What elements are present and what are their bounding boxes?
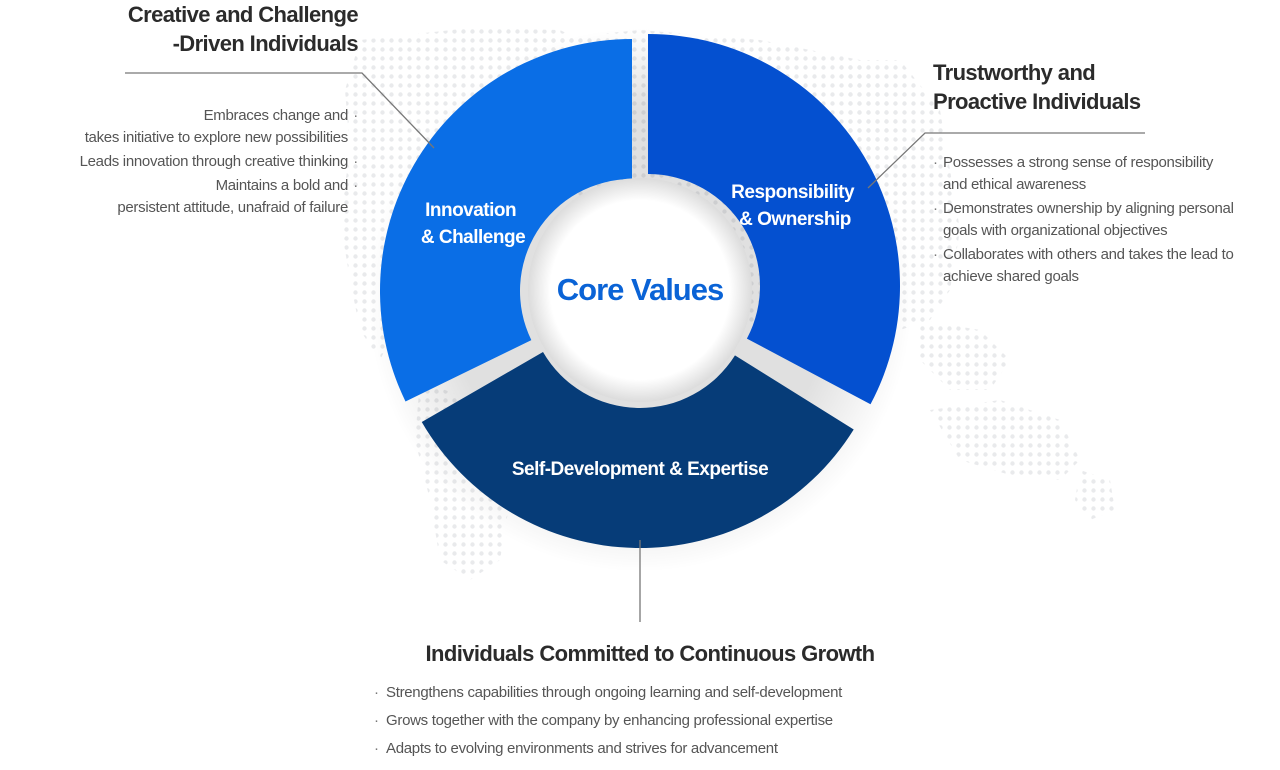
segment-label-innovation-line1: Innovation bbox=[425, 200, 516, 221]
value-title-responsibility: Trustworthy and Proactive Individuals bbox=[933, 58, 1278, 116]
value-title-innovation: Creative and Challenge -Driven Individua… bbox=[28, 0, 359, 58]
leader-line-left bbox=[125, 72, 435, 149]
segment-label-responsibility-line2: & Ownership bbox=[739, 209, 851, 230]
bullet-item: Embraces change and takes initiative to … bbox=[28, 105, 358, 149]
bullet-text: Embraces change and takes initiative to … bbox=[84, 107, 349, 146]
value-title-responsibility-line2: Proactive Individuals bbox=[933, 89, 1141, 114]
leader-line-right bbox=[867, 132, 1145, 189]
segment-label-responsibility-line1: Responsibility bbox=[731, 182, 855, 203]
bullet-text: Maintains a bold and persistent attitude… bbox=[117, 177, 348, 216]
segment-label-responsibility: Responsibility & Ownership bbox=[731, 182, 859, 230]
value-block-self-development: Individuals Committed to Continuous Grow… bbox=[340, 639, 960, 760]
value-title-innovation-line1: Creative and Challenge bbox=[127, 2, 359, 27]
value-block-responsibility: Trustworthy and Proactive Individuals Po… bbox=[933, 58, 1278, 288]
value-bullets-innovation: Embraces change and takes initiative to … bbox=[28, 105, 358, 219]
value-bullets-responsibility: Possesses a strong sense of responsibili… bbox=[933, 152, 1278, 288]
segment-responsibility bbox=[648, 34, 901, 405]
segment-label-innovation: Innovation & Challenge bbox=[421, 200, 525, 248]
bullet-item: Maintains a bold and persistent attitude… bbox=[28, 175, 358, 219]
value-bullets-self-development: Strengthens capabilities through ongoing… bbox=[374, 682, 960, 760]
segment-self-development bbox=[421, 352, 854, 549]
bullet-item: Demonstrates ownership by aligning perso… bbox=[933, 198, 1278, 242]
bullet-item: Leads innovation through creative thinki… bbox=[28, 151, 358, 173]
value-title-responsibility-line1: Trustworthy and bbox=[933, 60, 1096, 85]
center-title: Core Values bbox=[557, 272, 723, 307]
segment-label-self-development: Self-Development & Expertise bbox=[512, 459, 768, 480]
value-title-innovation-line2: -Driven Individuals bbox=[172, 31, 359, 56]
segment-innovation bbox=[379, 39, 632, 402]
value-title-self-development: Individuals Committed to Continuous Grow… bbox=[425, 641, 876, 666]
bullet-item: Grows together with the company by enhan… bbox=[374, 710, 960, 732]
bullet-item: Possesses a strong sense of responsibili… bbox=[933, 152, 1278, 196]
center-circle bbox=[528, 178, 752, 402]
bullet-item: Adapts to evolving environments and stri… bbox=[374, 738, 960, 760]
value-block-innovation: Creative and Challenge -Driven Individua… bbox=[28, 0, 359, 219]
segment-label-innovation-line2: & Challenge bbox=[421, 227, 525, 248]
bullet-item: Strengthens capabilities through ongoing… bbox=[374, 682, 960, 704]
bullet-item: Collaborates with others and takes the l… bbox=[933, 244, 1278, 288]
bullet-text: Leads innovation through creative thinki… bbox=[79, 153, 349, 170]
